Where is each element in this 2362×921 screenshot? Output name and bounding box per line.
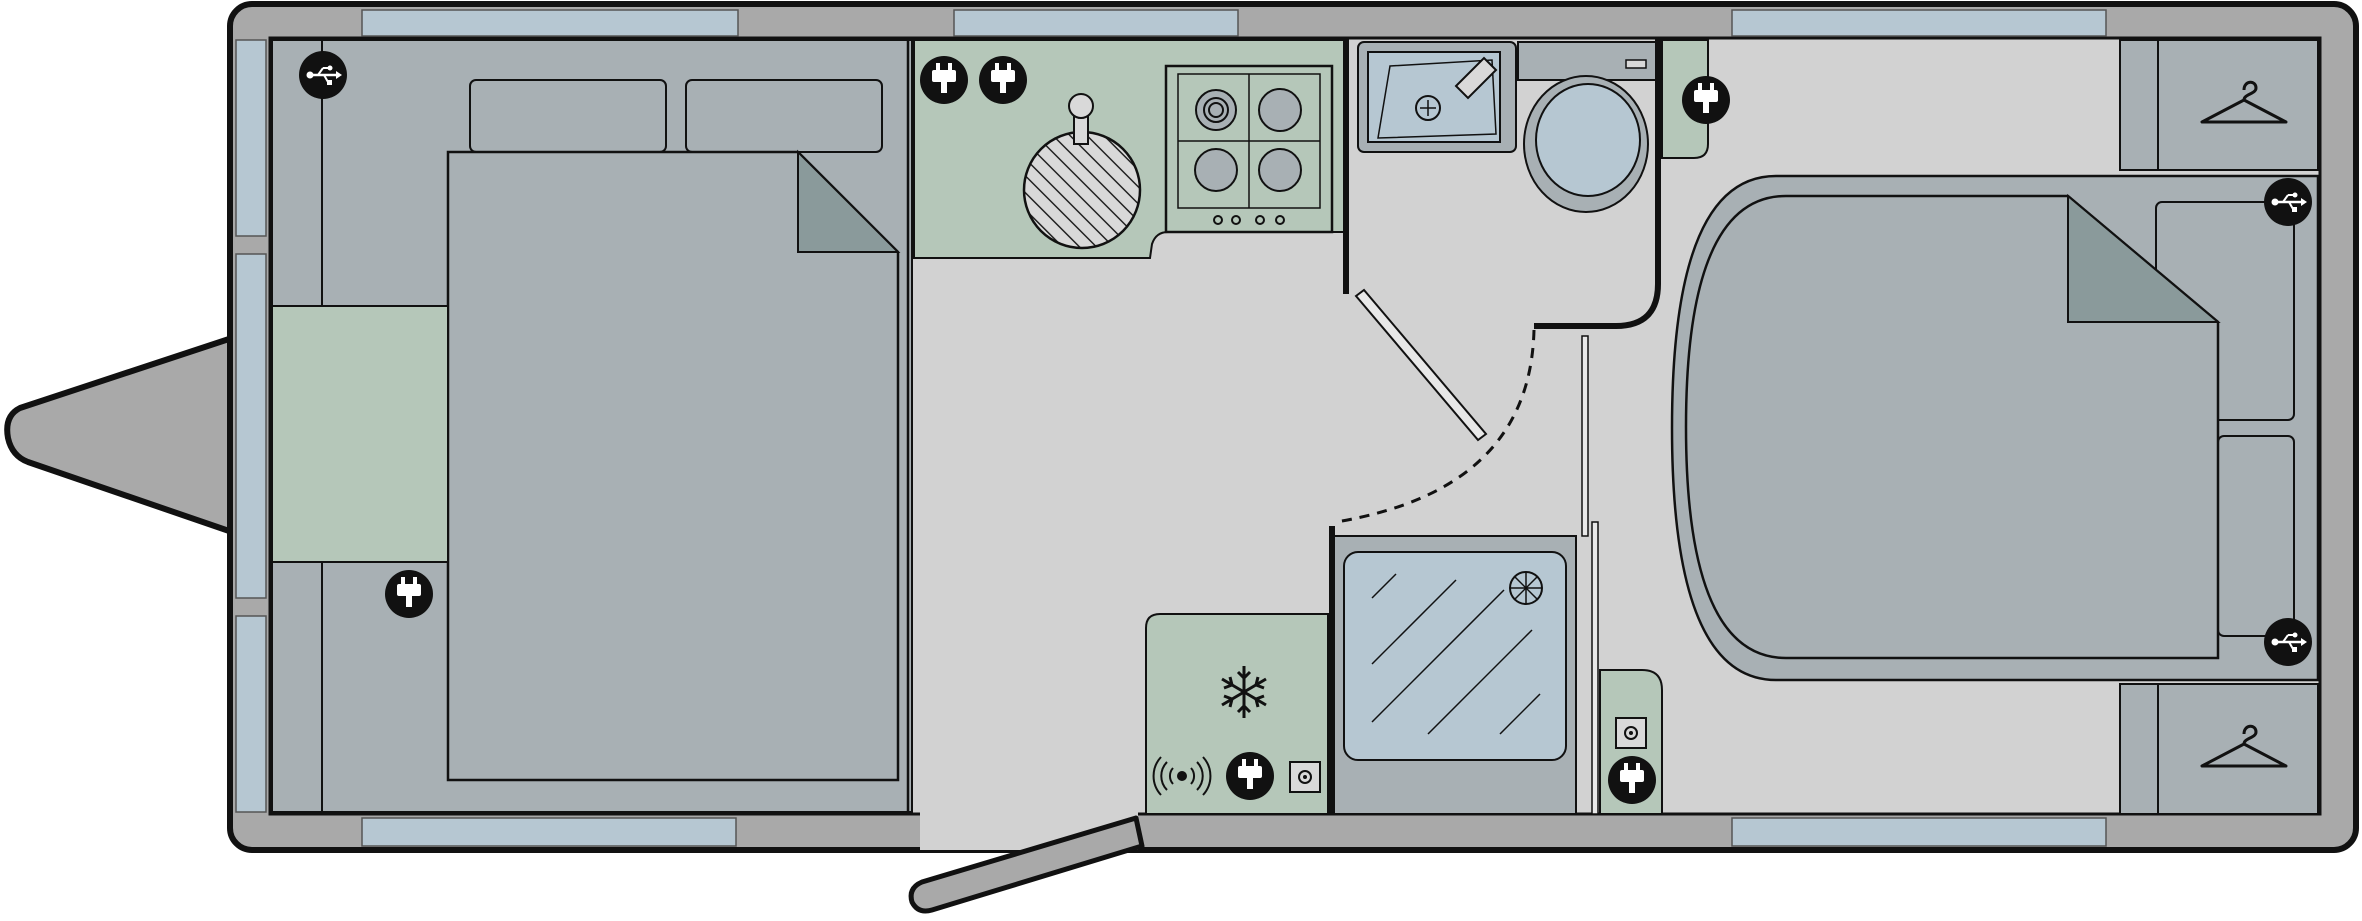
fridge-unit bbox=[1145, 613, 1329, 815]
washroom bbox=[1335, 38, 1661, 524]
window-strips bbox=[235, 9, 2107, 847]
shower bbox=[1329, 335, 1599, 815]
mains-socket-icon bbox=[1226, 752, 1274, 800]
front-bed[interactable] bbox=[271, 39, 913, 813]
gas-hob bbox=[1164, 64, 1334, 234]
rear-area bbox=[1670, 39, 2320, 815]
entrance-door[interactable] bbox=[908, 815, 1145, 914]
sink-bowl bbox=[1022, 130, 1142, 250]
tv-aerial-icon bbox=[1152, 756, 1212, 796]
usb-socket-icon bbox=[297, 49, 349, 101]
front-chest bbox=[271, 305, 449, 563]
fridge-snowflake-icon bbox=[1221, 666, 1267, 718]
kitchen bbox=[913, 39, 1345, 259]
a-frame-drawbar bbox=[4, 335, 235, 535]
tv-point-icon bbox=[1289, 761, 1321, 793]
washroom-door[interactable] bbox=[1354, 288, 1488, 442]
side-cabinet bbox=[1599, 669, 1663, 815]
